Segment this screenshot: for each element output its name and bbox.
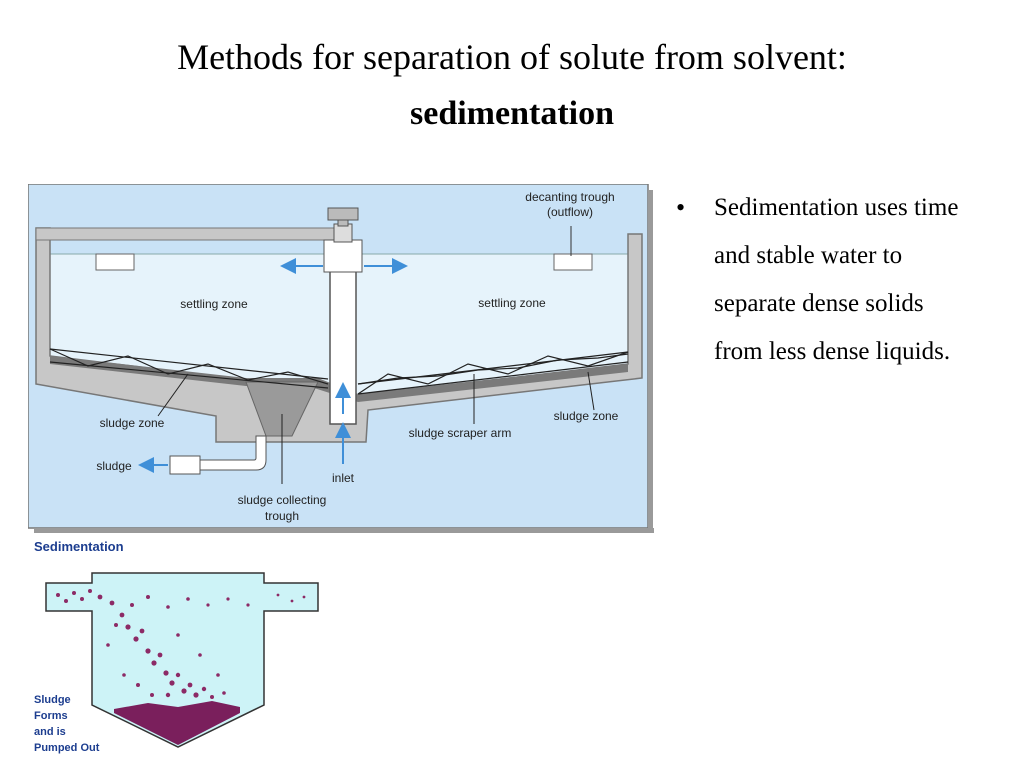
sedimentation-heading: Sedimentation bbox=[34, 539, 124, 554]
slide-title: Methods for separation of solute from so… bbox=[0, 28, 1024, 142]
decanting-trough-left bbox=[95, 253, 135, 271]
title-line-2: sedimentation bbox=[410, 95, 614, 132]
label-settling-zone-right: settling zone bbox=[478, 296, 546, 310]
caption-line-3: and is bbox=[34, 726, 66, 738]
bullet-list: • Sedimentation uses time and stable wat… bbox=[676, 184, 976, 376]
label-outflow: (outflow) bbox=[547, 205, 593, 219]
settling-particles bbox=[56, 589, 306, 699]
caption-line-2: Forms bbox=[34, 710, 68, 722]
label-decanting-trough: decanting trough bbox=[525, 190, 614, 204]
sludge-scraper-arm bbox=[49, 348, 629, 395]
label-sludge-scraper-arm: sludge scraper arm bbox=[409, 426, 512, 440]
bullet-item: • Sedimentation uses time and stable wat… bbox=[676, 184, 976, 376]
tank-outline bbox=[45, 572, 319, 748]
label-sludge: sludge bbox=[96, 459, 132, 473]
bullet-dot-icon: • bbox=[676, 193, 686, 222]
sludge-layer bbox=[114, 701, 240, 745]
label-sludge-zone-left: sludge zone bbox=[100, 416, 165, 430]
bullet-text: Sedimentation uses time and stable water… bbox=[714, 194, 959, 365]
label-inlet: inlet bbox=[332, 471, 355, 485]
sludge-collecting-trough-shape bbox=[245, 381, 319, 437]
title-line-1: Methods for separation of solute from so… bbox=[177, 37, 847, 77]
label-sludge-zone-right: sludge zone bbox=[554, 409, 619, 423]
decanting-trough-right bbox=[553, 253, 593, 271]
caption-line-4: Pumped Out bbox=[34, 742, 100, 754]
caption-line-1: Sludge bbox=[34, 694, 71, 706]
sedimentation-tank-diagram: Sedimentation Sludge Forms and is Pumped… bbox=[34, 539, 319, 754]
clarifier-diagram: decanting trough (outflow) settling zone… bbox=[28, 184, 654, 533]
label-trough: trough bbox=[265, 509, 299, 523]
label-sludge-collecting: sludge collecting bbox=[238, 493, 327, 507]
label-settling-zone-left: settling zone bbox=[180, 297, 248, 311]
